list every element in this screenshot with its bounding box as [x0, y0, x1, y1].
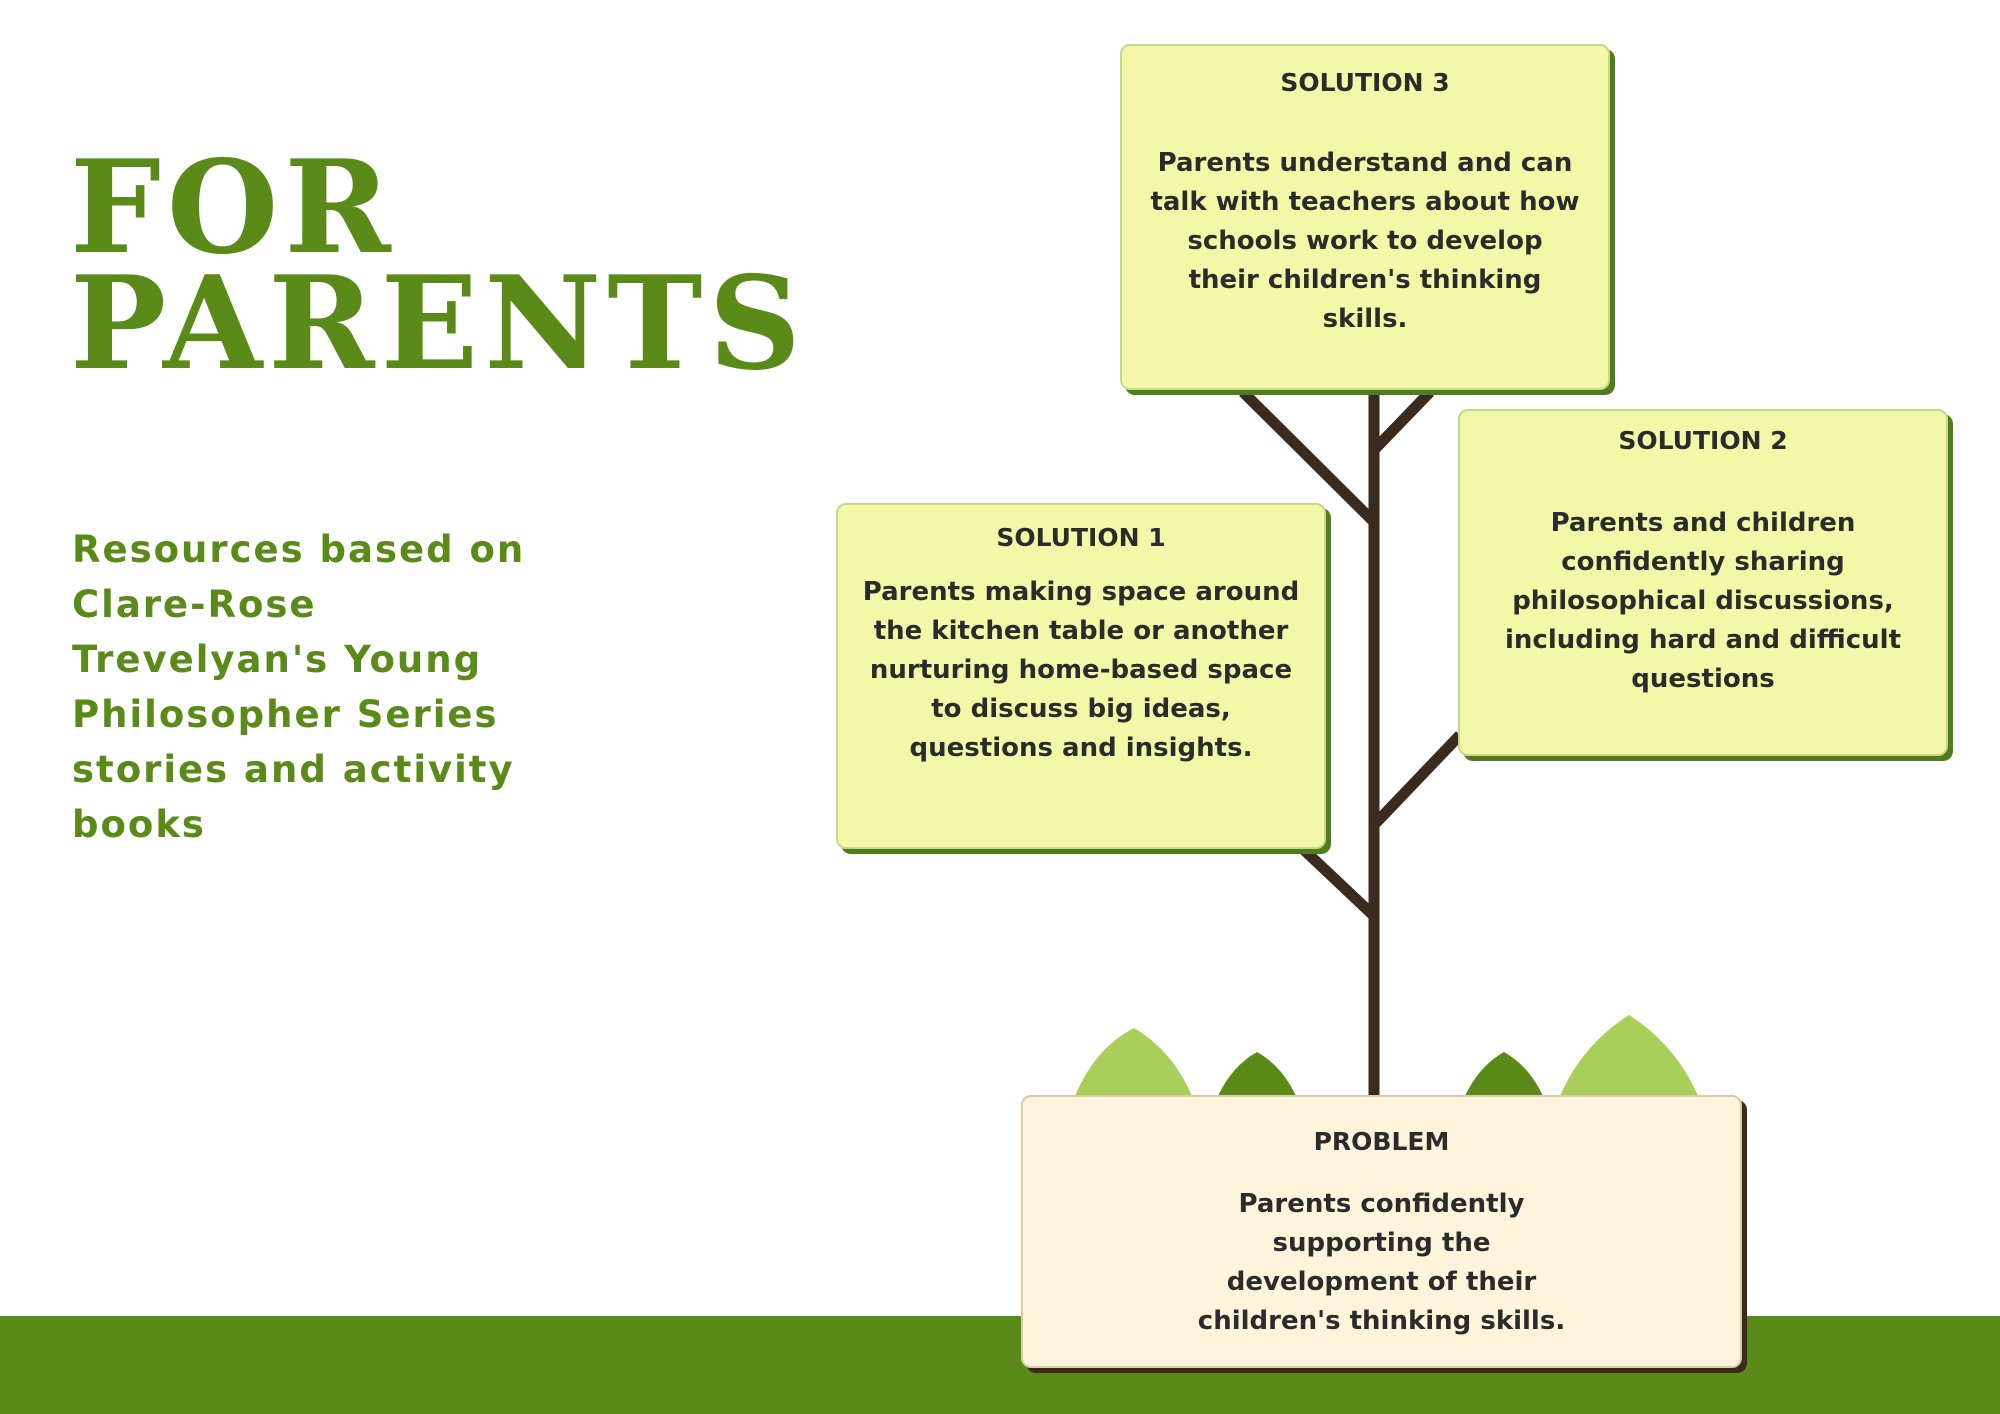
solution-1-text: Parents making space around the kitchen …: [862, 577, 1300, 763]
title-line-1: FOR: [70, 133, 397, 283]
solution-1-heading: SOLUTION 1: [996, 523, 1166, 552]
problem-card: PROBLEM Parents confidently supporting t…: [1021, 1095, 1742, 1368]
leaf-dark-right: [1465, 1052, 1543, 1096]
solution-3-heading: SOLUTION 3: [1280, 68, 1450, 97]
solution-2-text: Parents and children confidently sharing…: [1505, 508, 1901, 694]
leaf-light-left: [1075, 1028, 1192, 1096]
solution-3-text: Parents understand and can talk with tea…: [1150, 148, 1580, 334]
branch-top-left: [1239, 388, 1378, 526]
solution-1-card: SOLUTION 1 Parents making space around t…: [836, 503, 1326, 849]
problem-text: Parents confidently supporting the devel…: [1197, 1189, 1566, 1336]
page-title: FOR PARENTS: [70, 133, 807, 399]
leaf-dark-left: [1218, 1052, 1296, 1096]
branch-left: [1298, 844, 1378, 920]
problem-heading: PROBLEM: [1313, 1127, 1450, 1156]
solution-2-heading: SOLUTION 2: [1618, 426, 1788, 455]
branch-top-right: [1370, 388, 1434, 454]
title-line-2: PARENTS: [70, 249, 807, 399]
page-subtitle: Resources based on Clare-Rose Trevelyan'…: [72, 528, 526, 846]
leaf-light-right: [1560, 1015, 1698, 1096]
solution-2-card: SOLUTION 2 Parents and children confiden…: [1458, 409, 1948, 756]
solution-3-card: SOLUTION 3 Parents understand and can ta…: [1120, 44, 1610, 390]
branch-right: [1370, 731, 1464, 829]
